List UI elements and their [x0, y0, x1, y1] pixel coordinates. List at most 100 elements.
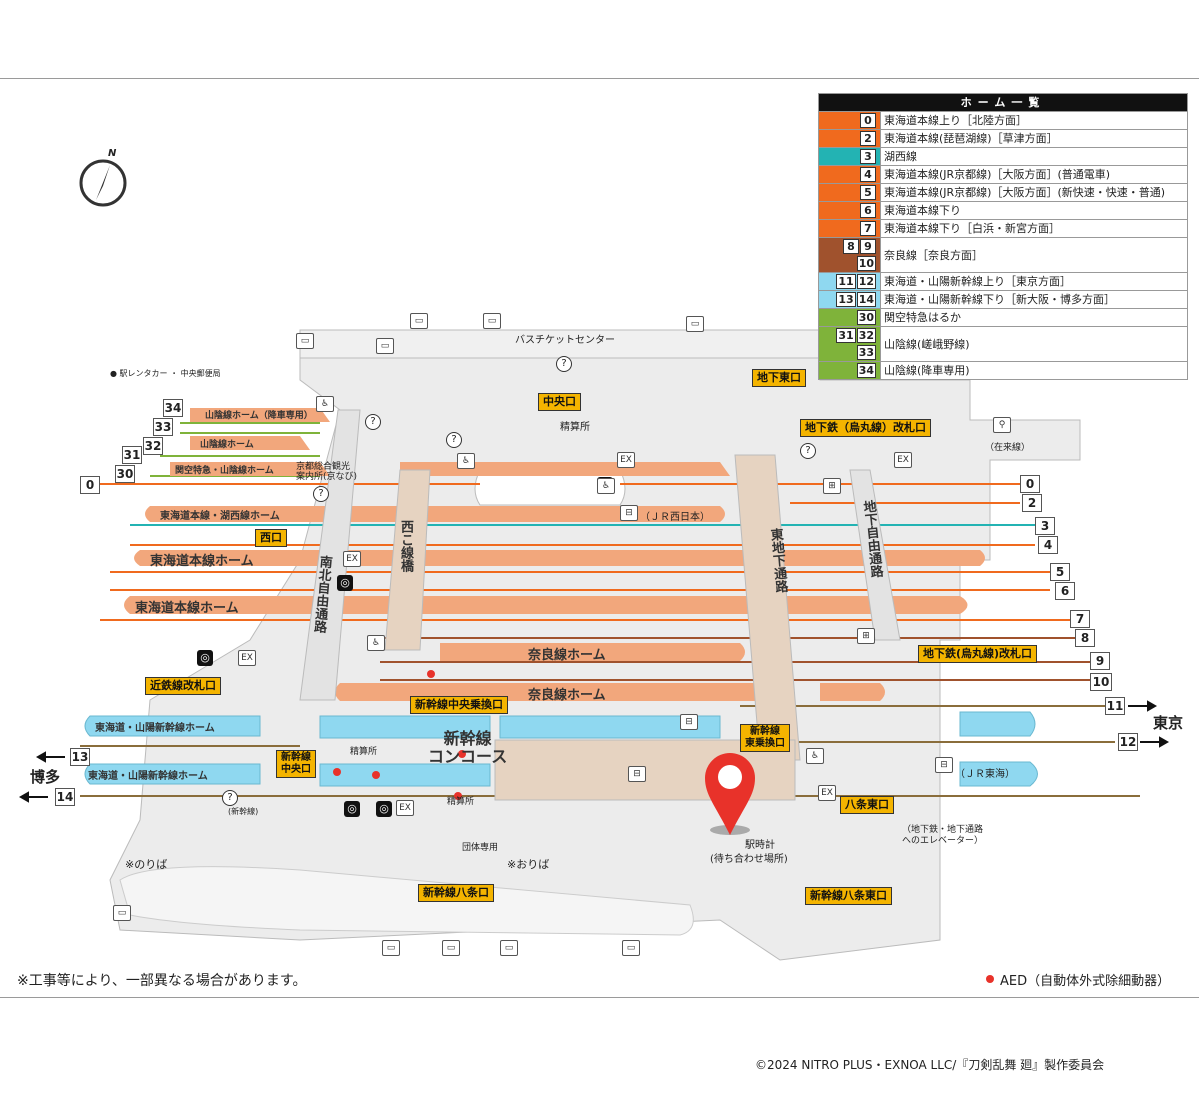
exit-nishi[interactable]: 西口 — [255, 529, 287, 547]
platform-label-30: 関空特急・山陰線ホーム — [175, 466, 274, 476]
passage-label-nishi-kosen: 西こ線橋 — [398, 520, 413, 572]
exit-hachijo-higashi[interactable]: 八条東口 — [840, 796, 894, 814]
exit-kintetsu[interactable]: 近鉄線改札口 — [145, 677, 221, 695]
legend-track-number: 0 — [860, 113, 876, 128]
track-number-right-12: 12 — [1118, 733, 1138, 751]
elevator-icon-2[interactable]: ◎ — [197, 650, 213, 666]
exit-subway-karasuma-north[interactable]: 地下鉄（烏丸線）改札口 — [800, 419, 931, 437]
construction-note: ※工事等により、一部異なる場合があります。 — [17, 973, 307, 989]
exit-shinkansen-hachijo[interactable]: 新幹線八条口 — [418, 884, 494, 902]
seisan-south-label: 精算所 — [350, 747, 378, 757]
platform-label-shin-1: 東海道・山陽新幹線ホーム — [95, 723, 215, 734]
track-number-left-30: 30 — [115, 465, 135, 483]
rentacar-label: ● 駅レンタカー ・ 中央郵便局 — [110, 369, 221, 378]
arrow-hakata-14-head — [18, 791, 29, 803]
east-underground-passage — [734, 454, 801, 761]
shinkansen-small-label: (新幹線) — [228, 807, 259, 816]
info-icon-1[interactable]: ? — [365, 414, 381, 430]
legend-row-text: 東海道本線(琵琶湖線)［草津方面］ — [880, 129, 1188, 148]
bus-icon-8: ▭ — [622, 940, 640, 956]
elevator-icon-1[interactable]: ◎ — [337, 575, 353, 591]
platform-shin-2 — [84, 763, 261, 785]
info-icon-2[interactable]: ? — [446, 432, 462, 448]
jr-central-label: （ＪＲ東海） — [955, 769, 1015, 780]
info-icon-5[interactable]: ? — [222, 790, 238, 806]
ticket-gate-icon-2: ⊞ — [857, 628, 875, 644]
legend-row-text: 東海道・山陽新幹線下り［新大阪・博多方面］ — [880, 290, 1188, 309]
exit-shinkansen-higashi-norikae[interactable]: 新幹線 東乗換口 — [740, 724, 790, 752]
ex-icon-5: EX — [396, 800, 414, 816]
track-number-left-14: 14 — [55, 788, 75, 806]
concourse-label: 新幹線 コンコース — [428, 729, 508, 766]
meeting-point-pin-icon — [705, 753, 755, 835]
track-number-right-3: 3 — [1035, 517, 1055, 535]
jr-west-label: （ＪＲ西日本） — [640, 512, 710, 523]
ticket-gate-icon-1: ⊞ — [823, 478, 841, 494]
platform-shin-c — [319, 763, 491, 787]
exit-subway-karasuma-south[interactable]: 地下鉄(烏丸線)改札口 — [918, 645, 1038, 663]
legend-track-number: 6 — [860, 203, 876, 218]
locker-icon-1: ⚲ — [993, 417, 1011, 433]
legend-row-numbers: 2 — [818, 129, 881, 148]
bus-ticket-info-icon[interactable]: ? — [556, 356, 572, 372]
track-number-left-13: 13 — [70, 748, 90, 766]
legend-track-number: 33 — [856, 345, 876, 360]
exit-shinkansen-chuo-norikae[interactable]: 新幹線中央乗換口 — [410, 696, 508, 714]
track-number-left-31: 31 — [122, 446, 142, 464]
platform-label-shin-2: 東海道・山陽新幹線ホーム — [88, 771, 208, 782]
bus-icon-1: ▭ — [296, 333, 314, 349]
exit-shinkansen-hachijo-higashi[interactable]: 新幹線八条東口 — [805, 887, 892, 905]
legend-track-number: 11 — [836, 274, 856, 289]
aed-dot-1 — [427, 670, 435, 678]
track-number-right-6: 6 — [1055, 582, 1075, 600]
ex-icon-2: EX — [894, 452, 912, 468]
bottom-divider — [0, 997, 1199, 998]
legend-title: ホーム一覧 — [818, 93, 1188, 112]
aed-note: AED（自動体外式除細動器） — [1000, 974, 1171, 989]
info-icon-4[interactable]: ? — [800, 443, 816, 459]
platform-label-tokaido-kosei: 東海道本線・湖西線ホーム — [160, 511, 280, 522]
exit-shinkansen-chuo[interactable]: 新幹線 中央口 — [276, 750, 316, 778]
platform-top-right-strip — [400, 462, 730, 476]
elevator-icon-3[interactable]: ◎ — [344, 801, 360, 817]
destination-tokyo: 東京 — [1153, 714, 1184, 732]
platform-label-33: 山陰線ホーム — [200, 440, 254, 450]
restroom-icon-5: ♿ — [367, 635, 385, 651]
exit-chika-higashi[interactable]: 地下東口 — [752, 369, 806, 387]
platform-shin-a — [319, 715, 491, 739]
platform-tokaido-2 — [124, 596, 968, 614]
legend-track-number: 2 — [860, 131, 876, 146]
platform-label-34: 山陰線ホーム（降車専用） — [205, 411, 313, 421]
platform-30 — [170, 462, 330, 476]
arrow-tokyo-12-head — [1159, 736, 1170, 748]
legend-track-number: 8 — [843, 239, 859, 254]
ex-icon-1: EX — [617, 452, 635, 468]
ex-icon-6: EX — [818, 785, 836, 801]
legend-row-numbers: 3 — [818, 147, 881, 166]
bus-icon-7: ▭ — [500, 940, 518, 956]
exit-chuo[interactable]: 中央口 — [538, 393, 581, 411]
legend-row-text: 東海道本線下り［白浜・新宮方面］ — [880, 219, 1188, 238]
track-number-right-2: 2 — [1022, 494, 1042, 512]
legend-row-numbers: 34 — [818, 361, 881, 380]
track-number-right-10: 10 — [1090, 673, 1112, 691]
platform-label-tokaido-2: 東海道本線ホーム — [135, 601, 239, 616]
dantai-label: 団体専用 — [462, 843, 499, 853]
taxi-icon-1: ▭ — [686, 316, 704, 332]
info-icon-3[interactable]: ? — [313, 486, 329, 502]
legend-row: 2 東海道本線(琵琶湖線)［草津方面］ — [818, 129, 1188, 148]
pin-body — [705, 753, 755, 835]
west-bridge — [384, 469, 431, 651]
elevator-icon-4[interactable]: ◎ — [376, 801, 392, 817]
shop-icon-3: ⊟ — [935, 757, 953, 773]
shop-icon-1: ⊟ — [680, 714, 698, 730]
track-number-right-11: 11 — [1105, 697, 1125, 715]
